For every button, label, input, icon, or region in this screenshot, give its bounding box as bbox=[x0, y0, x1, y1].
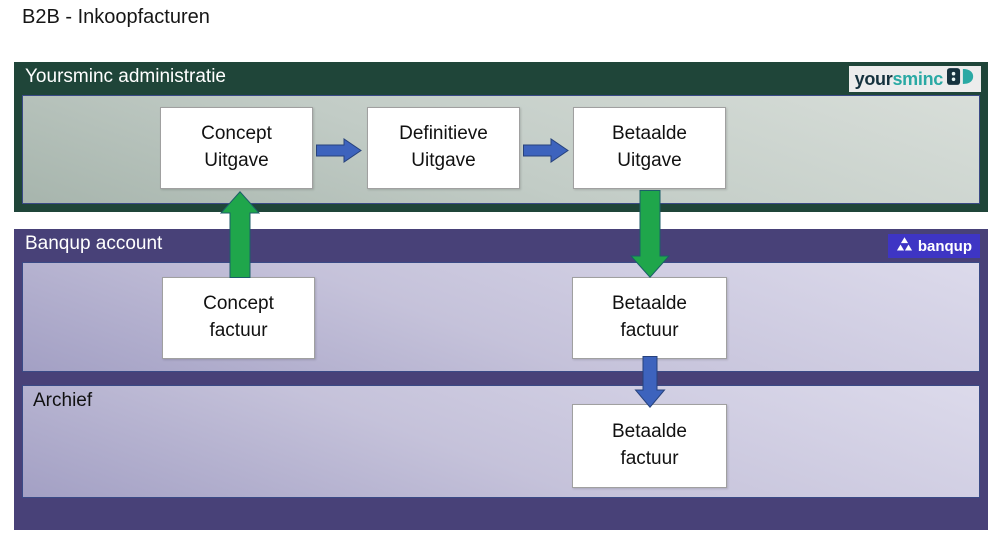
archief-title: Archief bbox=[33, 390, 93, 411]
yoursminc-logo: yoursminc bbox=[848, 66, 981, 92]
box-concept-factuur: Concept factuur bbox=[162, 277, 315, 359]
banqup-logo-text: banqup bbox=[917, 237, 972, 255]
yoursminc-logo-text-your: your bbox=[854, 68, 893, 89]
arrow-up-icon bbox=[219, 191, 261, 283]
yoursminc-logo-text-sminc: sminc bbox=[892, 68, 943, 89]
arrow-down-icon bbox=[634, 356, 666, 413]
arrow-right-icon bbox=[316, 138, 362, 168]
yoursminc-logo-icon bbox=[947, 68, 975, 90]
box-betaalde-uitgave: Betaalde Uitgave bbox=[573, 107, 726, 189]
banqup-triangles-icon bbox=[896, 236, 913, 256]
box-betaalde-factuur: Betaalde factuur bbox=[572, 277, 727, 359]
archief-panel: Archief bbox=[22, 385, 980, 498]
box-betaalde-factuur-archief: Betaalde factuur bbox=[572, 404, 727, 488]
box-concept-uitgave: Concept Uitgave bbox=[160, 107, 313, 189]
yoursminc-section-title: Yoursminc administratie bbox=[25, 66, 226, 87]
arrow-down-icon bbox=[629, 190, 671, 283]
banqup-section: Banqup account banqup Archief bbox=[14, 229, 988, 530]
arrow-right-icon bbox=[523, 138, 569, 168]
banqup-logo: banqup bbox=[887, 234, 980, 258]
banqup-section-title: Banqup account bbox=[25, 233, 163, 254]
box-definitieve-uitgave: Definitieve Uitgave bbox=[367, 107, 520, 189]
page-title: B2B - Inkoopfacturen bbox=[22, 6, 210, 28]
